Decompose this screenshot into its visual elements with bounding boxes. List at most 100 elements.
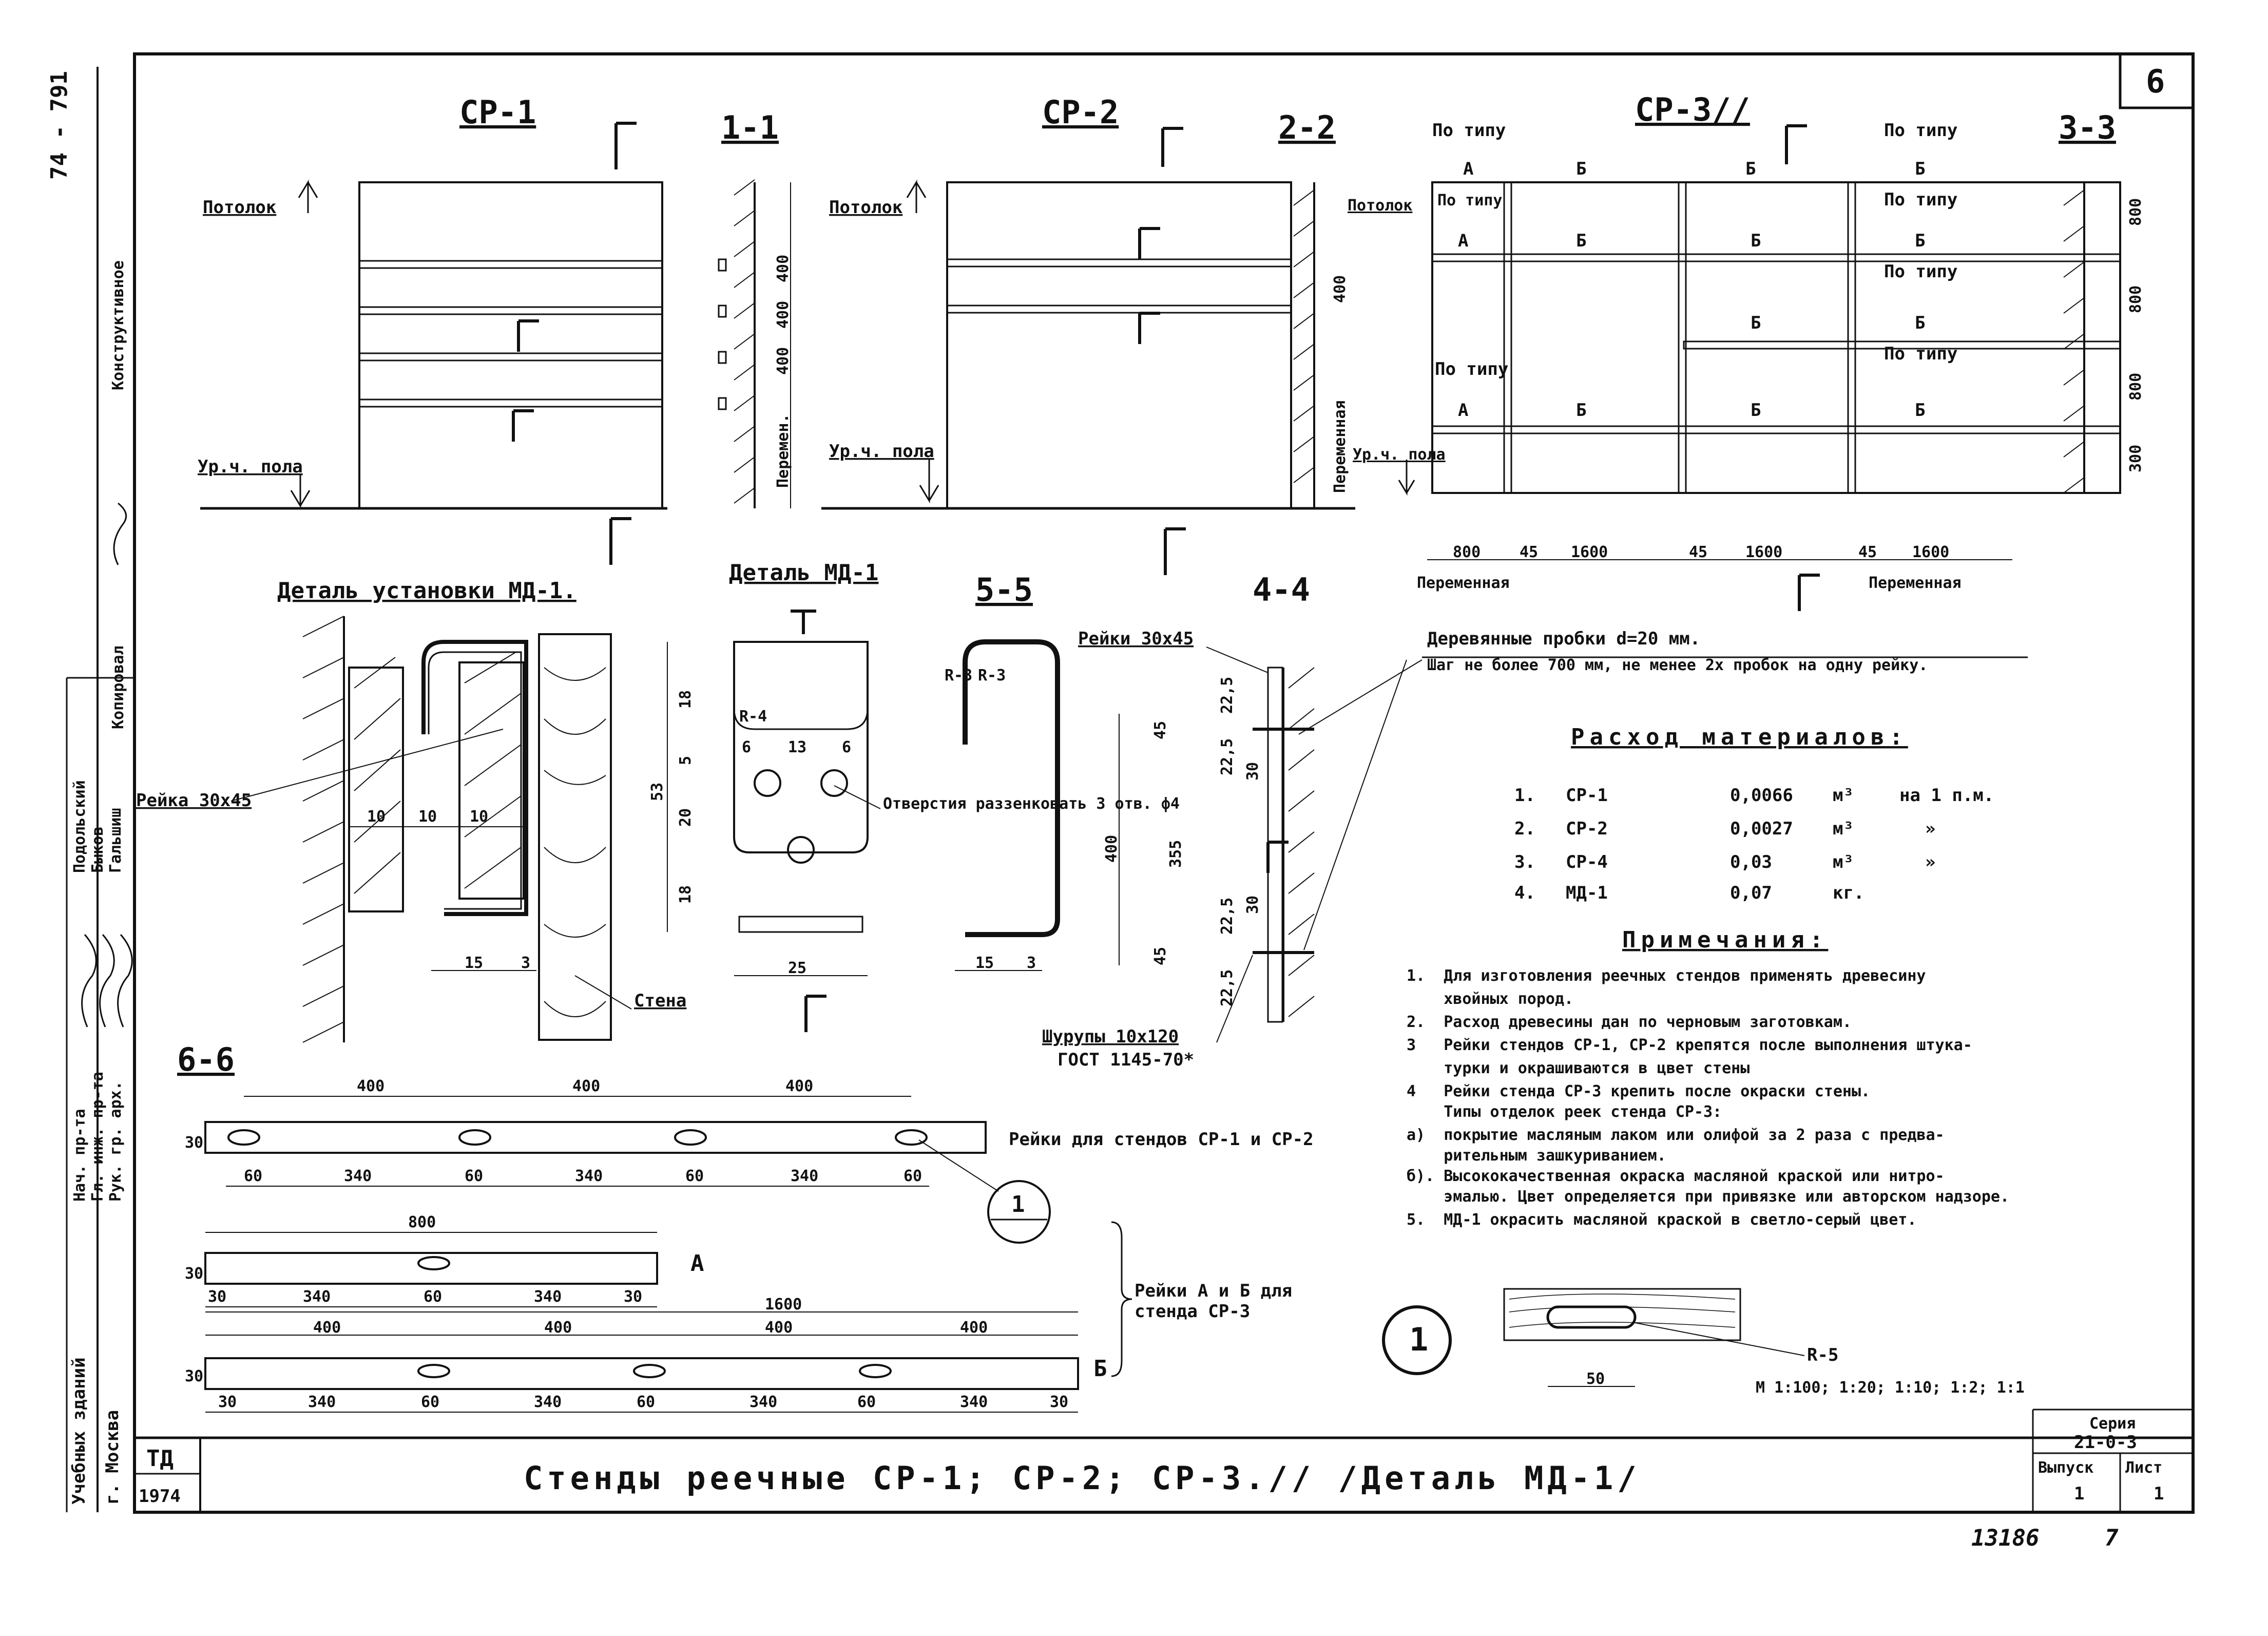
variable-label: Перемен.: [774, 414, 792, 488]
dim-1600: 1600: [1571, 543, 1608, 561]
view-detail-install-title: Деталь установки МД-1.: [277, 578, 576, 604]
dim-400: 400: [774, 347, 792, 375]
by-type-label: По типу: [1435, 359, 1508, 379]
svg-text:0,03: 0,03: [1730, 852, 1772, 872]
dim-3: 3: [521, 954, 530, 972]
svg-text:3 Рейки стендов СР-1, СР-2 к: 3 Рейки стендов СР-1, СР-2 крепятся посл…: [1407, 1036, 1972, 1054]
svg-text:СР-4: СР-4: [1566, 852, 1608, 872]
dim-22-5: 22,5: [1218, 969, 1236, 1006]
detail-callout-number: 1: [1011, 1191, 1025, 1218]
label-kopiroval: Копировал: [109, 645, 127, 729]
rail-b-label: Б: [1915, 400, 1925, 421]
section-2-2-wall: [1293, 182, 1315, 508]
issue-value: 1: [2074, 1483, 2084, 1504]
svg-text:рительным зашкуриванием.: рительным зашкуриванием.: [1407, 1147, 1666, 1165]
section-mark: [614, 122, 637, 169]
rail-a: [204, 1252, 658, 1285]
dim-18: 18: [677, 885, 695, 904]
detail-callout: [987, 1180, 1051, 1244]
dim-340: 340: [303, 1288, 331, 1306]
dim-30: 30: [1244, 896, 1262, 914]
dim-400: 400: [765, 1319, 793, 1337]
rails-ab-label-1: Рейки А и Б для: [1135, 1281, 1292, 1301]
view-sr2-title: СР-2: [1042, 93, 1119, 131]
signature: [99, 934, 115, 1028]
dim-355: 355: [1167, 840, 1185, 868]
section-mark: [1161, 127, 1183, 167]
dim-10: 10: [367, 808, 386, 826]
rail-b-label: Б: [1576, 400, 1586, 421]
view-sr3-title: СР-3//: [1635, 91, 1750, 128]
screw-hole: [820, 769, 848, 797]
sheet-value: 1: [2154, 1483, 2164, 1504]
view-sec22-title: 2-2: [1278, 109, 1336, 146]
section-mark: [1138, 227, 1160, 259]
svg-text:а) покрытие масляным лаком ил: а) покрытие масляным лаком или олифой за…: [1407, 1126, 1945, 1144]
screws-label: Шурупы 10х120: [1042, 1026, 1179, 1047]
md1-edge: [738, 916, 863, 933]
wall-label: Стена: [634, 991, 686, 1011]
view-sec66-title: 6-6: [177, 1041, 235, 1078]
stand-sr2: [946, 181, 1292, 509]
view-sec44-title: 4-4: [1253, 571, 1310, 608]
ceiling-label: Потолок: [1348, 197, 1412, 215]
dim-30: 30: [218, 1393, 237, 1411]
dim-5: 5: [677, 756, 695, 765]
rail-slot: [895, 1129, 928, 1146]
rail-slot: [417, 1364, 450, 1378]
svg-text:на 1 п.м.: на 1 п.м.: [1899, 785, 1994, 806]
by-type-label: По типу: [1432, 120, 1506, 141]
detail-1-rail: [1503, 1288, 1741, 1341]
wall-board: [538, 633, 612, 1041]
dim-800: 800: [2127, 373, 2145, 401]
dim-45: 45: [1520, 543, 1538, 561]
dim-53: 53: [648, 783, 666, 801]
detail-1-slot: [1546, 1305, 1637, 1329]
rail-b-label: Б: [1915, 159, 1925, 179]
rail-a-label: А: [1458, 231, 1468, 251]
margin-stamp: 74 - 791: [46, 71, 72, 180]
dim-30: 30: [208, 1288, 226, 1306]
rail-profile: [1267, 667, 1283, 1023]
section-mark: [791, 610, 816, 634]
rail-b-label: Б: [1745, 159, 1756, 179]
floor-label: Ур.ч. пола: [1353, 446, 1446, 464]
sheet-number: 6: [2146, 63, 2165, 100]
signature: [117, 934, 133, 1028]
name-3: Гальшиш: [107, 808, 125, 873]
radius-r5: R-5: [1807, 1345, 1838, 1365]
dim-340: 340: [749, 1393, 777, 1411]
md1-bend: [733, 642, 869, 730]
dim-1600: 1600: [1912, 543, 1949, 561]
dim-3: 3: [1027, 954, 1036, 972]
dim-400: 400: [785, 1077, 813, 1095]
dim-800: 800: [1453, 543, 1481, 561]
section-mark: [1266, 841, 1289, 873]
svg-text:хвойных пород.: хвойных пород.: [1407, 990, 1573, 1008]
view-sec55-title: 5-5: [975, 571, 1033, 608]
dim-340: 340: [575, 1167, 603, 1185]
rail-b-label: Б: [1576, 231, 1586, 251]
svg-text:2.: 2.: [1514, 819, 1535, 839]
bracket-profile: [963, 639, 1060, 937]
svg-text:СР-1: СР-1: [1566, 785, 1608, 806]
dim-340: 340: [308, 1393, 336, 1411]
svg-text:м³: м³: [1833, 852, 1854, 872]
section-mark: [1138, 312, 1160, 344]
dim-340: 340: [534, 1393, 562, 1411]
rail-slot: [458, 1129, 491, 1146]
leader-line: [1216, 955, 1253, 1043]
materials-row: 4. МД-1 0,07 кг.: [1514, 883, 1864, 903]
dim-13: 13: [788, 738, 806, 756]
leader-line: [1206, 646, 1268, 673]
org-line-1: Учебных зданий: [69, 1357, 89, 1505]
dim-800: 800: [408, 1213, 436, 1231]
year: 1974: [139, 1486, 181, 1507]
dim-15: 15: [465, 954, 483, 972]
series-value: 21-0-3: [2074, 1432, 2137, 1453]
dim-30: 30: [1050, 1393, 1068, 1411]
by-type-label: По типу: [1884, 344, 1957, 364]
rails-ab-label-2: стенда СР-3: [1135, 1301, 1250, 1322]
rail-a-label: А: [1458, 400, 1468, 421]
